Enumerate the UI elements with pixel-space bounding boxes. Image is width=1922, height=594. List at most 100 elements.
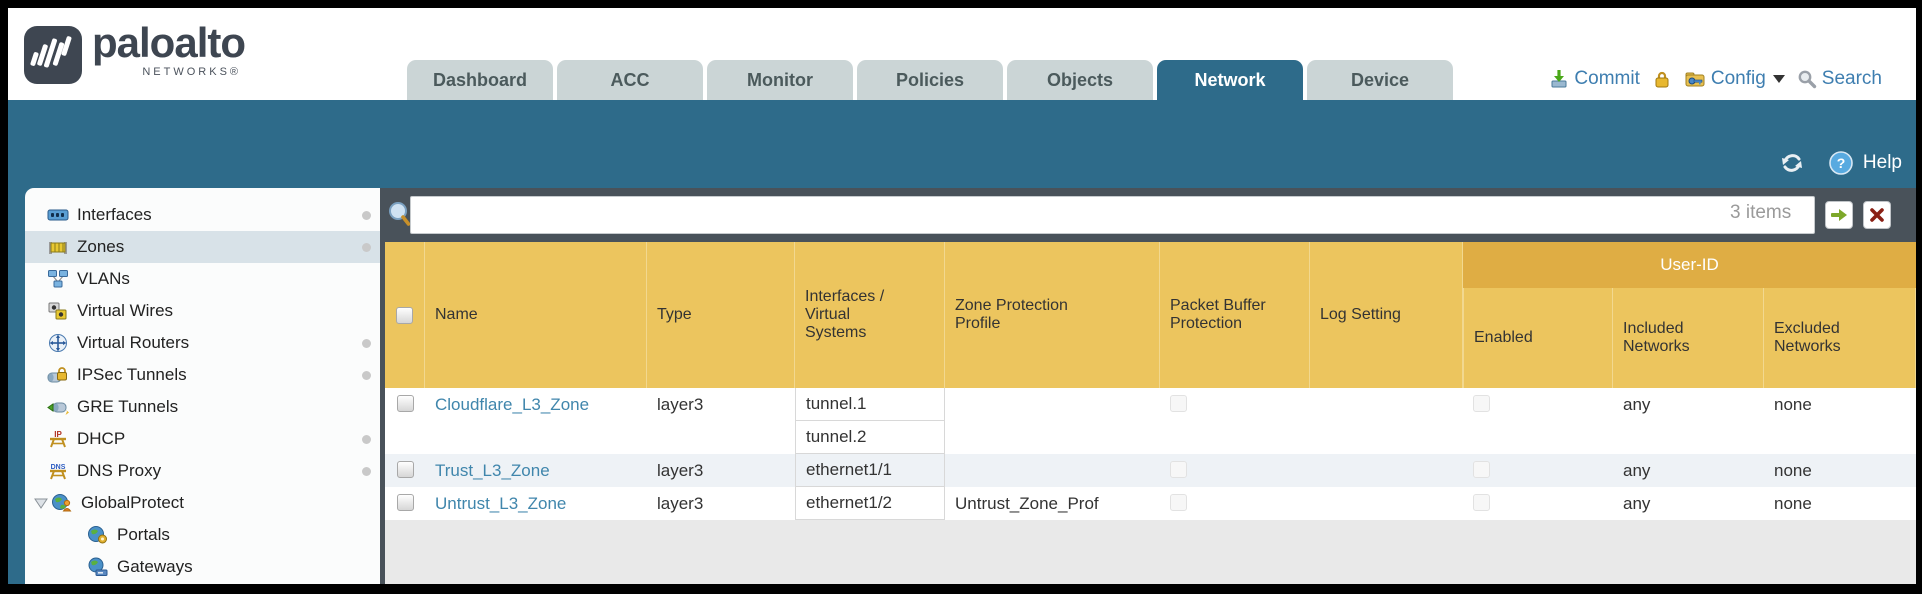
row-checkbox[interactable] [396,395,414,412]
user-id-group-header: User-ID [1463,242,1916,288]
commit-label: Commit [1574,68,1640,89]
tab-policies[interactable]: Policies [857,60,1003,100]
packet-buffer-protection-checkbox[interactable] [1170,494,1187,511]
close-icon [1870,208,1884,222]
interfaces-cell: ethernet1/2 [795,487,945,520]
status-dot [362,467,371,476]
sidebar-item-dns-proxy[interactable]: DNS DNS Proxy [25,455,380,487]
search-icon [1798,70,1816,89]
top-header: paloalto NETWORKS® Dashboard ACC Monitor… [8,8,1916,100]
packet-buffer-protection-checkbox[interactable] [1170,461,1187,478]
dhcp-icon: IP [50,430,66,448]
sidebar-item-dhcp[interactable]: IP DHCP [25,423,380,455]
user-id-enabled-checkbox[interactable] [1473,395,1490,412]
config-icon [1685,72,1705,87]
tab-dashboard[interactable]: Dashboard [407,60,553,100]
tab-network[interactable]: Network [1157,60,1303,100]
tab-acc[interactable]: ACC [557,60,703,100]
header-utilities: Commit Config [1549,68,1882,90]
sidebar-item-interfaces[interactable]: Interfaces [25,199,380,231]
config-menu[interactable]: Config [1684,68,1785,90]
app-window: paloalto NETWORKS® Dashboard ACC Monitor… [8,8,1916,584]
refresh-icon[interactable] [1779,150,1805,176]
gre-tunnels-icon [47,402,69,415]
status-dot [362,211,371,220]
column-header-interfaces[interactable]: Interfaces / Virtual Systems [795,242,945,388]
column-header-excluded-networks[interactable]: Excluded Networks [1764,288,1916,388]
items-count: 3 items [1730,202,1792,223]
commit-icon [1551,70,1567,88]
sidebar-item-zones[interactable]: Zones [25,231,380,263]
status-dot [362,435,371,444]
sidebar-item-portals[interactable]: Portals [25,519,380,551]
filter-toolbar: 3 items [380,188,1916,242]
column-header-log-setting[interactable]: Log Setting [1310,242,1463,388]
interfaces-cell: tunnel.1 tunnel.2 [795,388,945,454]
table-row: Trust_L3_Zone layer3 ethernet1/1 any non… [385,454,1916,487]
row-checkbox[interactable] [396,494,414,511]
svg-text:IP: IP [54,430,62,439]
zone-name-link[interactable]: Untrust_L3_Zone [435,494,567,513]
globalprotect-icon [52,494,72,512]
chevron-down-icon [1772,75,1785,83]
column-header-enabled[interactable]: Enabled [1463,288,1613,388]
select-all-checkbox[interactable] [396,306,413,324]
portals-icon [88,526,107,544]
zones-table: Name Type Interfaces / Virtual Systems Z… [385,242,1916,584]
sidebar-item-ipsec-tunnels[interactable]: IPSec Tunnels [25,359,380,391]
sidebar-item-gre-tunnels[interactable]: GRE Tunnels [25,391,380,423]
sidebar-item-gateways[interactable]: Gateways [25,551,380,583]
interfaces-icon [47,209,69,221]
status-dot [362,339,371,348]
paloalto-logo-icon [24,26,82,84]
zone-name-link[interactable]: Cloudflare_L3_Zone [435,395,590,414]
commit-button[interactable]: Commit [1549,68,1640,90]
green-arrow-icon [1831,209,1847,221]
zone-name-link[interactable]: Trust_L3_Zone [435,461,550,480]
brand-name: paloalto [92,19,246,66]
filter-search-icon [389,202,411,226]
clear-filter-button[interactable] [1863,201,1891,229]
status-dot [362,243,371,252]
column-header-included-networks[interactable]: Included Networks [1613,288,1764,388]
main-panel: 3 items [380,188,1916,584]
brand-subtitle: NETWORKS® [142,66,242,78]
context-banner: ? Help [8,100,1916,188]
table-row: Untrust_L3_Zone layer3 ethernet1/2 Untru… [385,487,1916,520]
tab-objects[interactable]: Objects [1007,60,1153,100]
column-header-name[interactable]: Name [425,242,647,388]
column-header-zone-protection-profile[interactable]: Zone Protection Profile [945,242,1160,388]
user-id-group: User-ID Enabled Included Networks Exclud… [1463,242,1916,388]
help-label[interactable]: Help [1862,152,1902,173]
sidebar-item-virtual-wires[interactable]: Virtual Wires [25,295,380,327]
sidebar-item-globalprotect[interactable]: GlobalProtect [25,487,380,519]
svg-text:?: ? [1837,155,1846,171]
sidebar-item-virtual-routers[interactable]: Virtual Routers [25,327,380,359]
dns-proxy-icon: DNS [50,464,66,480]
lock-icon[interactable] [1652,69,1672,89]
row-checkbox[interactable] [396,461,414,478]
user-id-enabled-checkbox[interactable] [1473,461,1490,478]
config-label: Config [1710,68,1766,89]
svg-text:DNS: DNS [51,464,66,471]
filter-input[interactable] [410,196,1815,234]
packet-buffer-protection-checkbox[interactable] [1170,395,1187,412]
tab-monitor[interactable]: Monitor [707,60,853,100]
sidebar-item-vlans[interactable]: VLANs [25,263,380,295]
expander-triangle-icon[interactable] [33,495,49,511]
table-row: Cloudflare_L3_Zone layer3 tunnel.1 tunne… [385,388,1916,454]
workspace: Interfaces Zones [8,188,1916,584]
main-nav-tabs: Dashboard ACC Monitor Policies Objects N… [407,60,1453,100]
tab-device[interactable]: Device [1307,60,1453,100]
status-dot [362,371,371,380]
vlans-icon [48,270,68,288]
help-icon[interactable]: ? [1829,151,1853,175]
column-header-type[interactable]: Type [647,242,795,388]
search-label: Search [1821,68,1882,89]
ipsec-tunnels-icon [47,367,67,383]
user-id-enabled-checkbox[interactable] [1473,494,1490,511]
column-header-packet-buffer-protection[interactable]: Packet Buffer Protection [1160,242,1310,388]
table-header: Name Type Interfaces / Virtual Systems Z… [385,242,1916,388]
search-button[interactable]: Search [1797,68,1882,90]
apply-filter-button[interactable] [1825,201,1853,229]
